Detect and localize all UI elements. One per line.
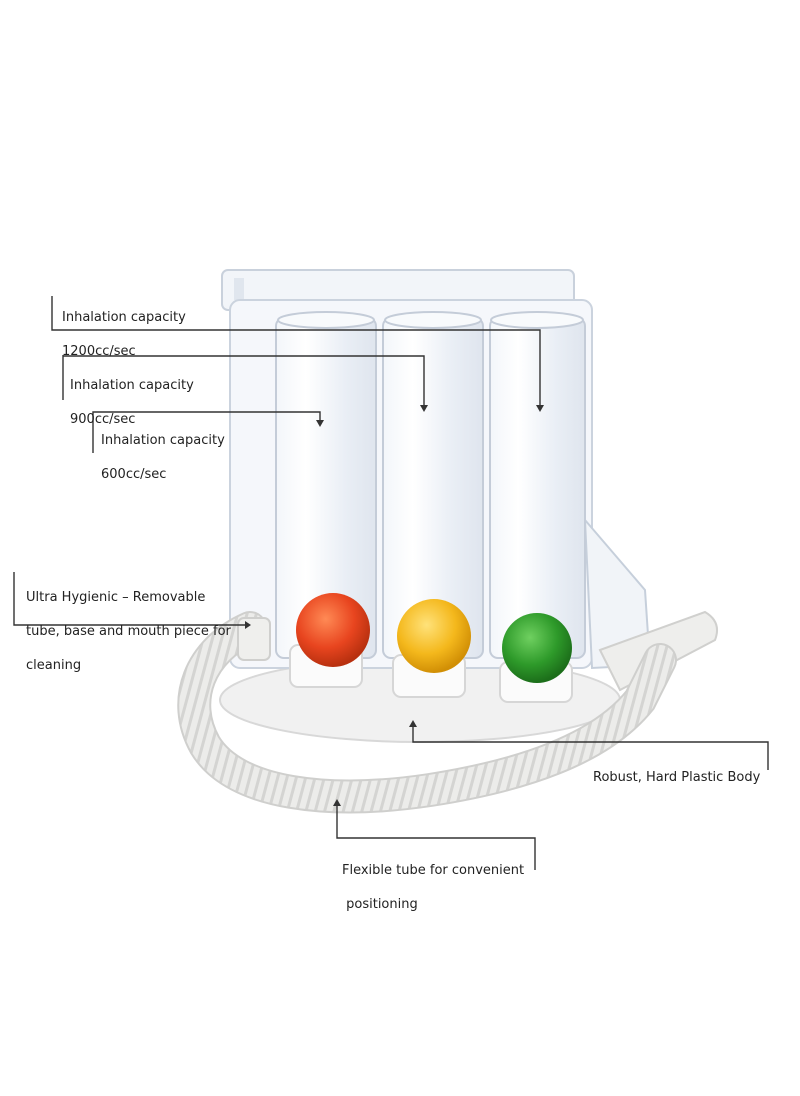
leader-1200: [51, 296, 541, 405]
chamber-middle: [382, 311, 484, 659]
callout-inhalation-1200-title: Inhalation capacity: [62, 310, 186, 325]
callout-inhalation-600-value: 600cc/sec: [101, 467, 167, 482]
chamber-left: [275, 311, 377, 659]
callout-inhalation-900-title: Inhalation capacity: [70, 378, 194, 393]
ball-yellow: [397, 599, 471, 673]
hose-connector: [237, 617, 271, 661]
ball-green: [502, 613, 572, 683]
callout-hygienic-line-2: tube, base and mouth piece for: [26, 624, 231, 639]
leader-tube: [336, 806, 536, 870]
callout-flexible-tube-line-2: positioning: [342, 897, 418, 912]
callout-inhalation-900-value: 900cc/sec: [70, 412, 136, 427]
callout-flexible-tube-line-1: Flexible tube for convenient: [342, 863, 525, 878]
callout-plastic-body-text: Robust, Hard Plastic Body: [593, 770, 761, 785]
callout-inhalation-900: Inhalation capacity 900cc/sec: [70, 360, 194, 445]
callout-inhalation-1200-value: 1200cc/sec: [62, 344, 136, 359]
leader-body: [412, 727, 769, 770]
callout-plastic-body: Robust, Hard Plastic Body: [593, 752, 760, 803]
callout-flexible-tube: Flexible tube for convenient positioning: [342, 845, 524, 930]
callout-inhalation-600: Inhalation capacity 600cc/sec: [101, 415, 225, 500]
callout-inhalation-600-title: Inhalation capacity: [101, 433, 225, 448]
leader-900: [62, 355, 425, 405]
callout-inhalation-1200: Inhalation capacity 1200cc/sec: [62, 292, 186, 377]
callout-hygienic-line-1: Ultra Hygienic – Removable: [26, 590, 206, 605]
ball-red: [296, 593, 370, 667]
callout-hygienic-line-3: cleaning: [26, 658, 82, 673]
leader-600: [92, 411, 321, 453]
leader-hygienic: [13, 572, 245, 626]
callout-hygienic: Ultra Hygienic – Removable tube, base an…: [26, 572, 231, 691]
